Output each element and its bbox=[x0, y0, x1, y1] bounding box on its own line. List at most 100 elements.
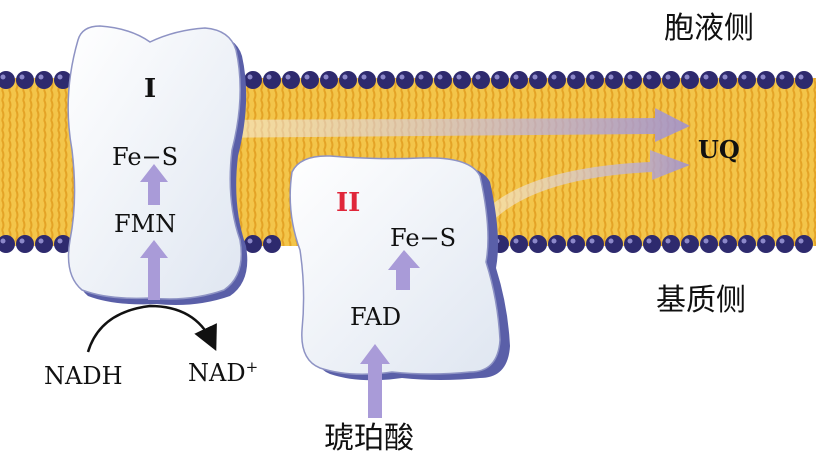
head-group-highlight bbox=[703, 74, 709, 80]
head-group bbox=[339, 71, 357, 89]
head-group bbox=[282, 71, 300, 89]
head-group-highlight bbox=[285, 74, 291, 80]
head-group-highlight bbox=[380, 74, 386, 80]
head-group bbox=[548, 235, 566, 253]
head-group-highlight bbox=[247, 74, 253, 80]
head-group bbox=[624, 235, 642, 253]
head-group bbox=[453, 71, 471, 89]
head-group bbox=[358, 71, 376, 89]
head-group bbox=[605, 235, 623, 253]
head-group bbox=[491, 71, 509, 89]
arrow-fad-to-fes bbox=[388, 250, 420, 290]
head-group bbox=[757, 235, 775, 253]
head-group bbox=[605, 71, 623, 89]
head-group bbox=[681, 71, 699, 89]
head-group bbox=[415, 71, 433, 89]
head-group-highlight bbox=[703, 238, 709, 244]
head-group-highlight bbox=[760, 238, 766, 244]
head-group-highlight bbox=[646, 238, 652, 244]
head-group-highlight bbox=[722, 238, 728, 244]
arrow-succinate-to-fad bbox=[360, 344, 390, 418]
head-group bbox=[681, 235, 699, 253]
cytosol-side-label: 胞液侧 bbox=[664, 11, 754, 46]
complex2-label: II bbox=[336, 188, 361, 218]
head-group bbox=[795, 235, 813, 253]
head-group bbox=[263, 71, 281, 89]
head-group-highlight bbox=[513, 74, 519, 80]
head-group-highlight bbox=[399, 74, 405, 80]
head-group bbox=[510, 235, 528, 253]
head-group bbox=[377, 71, 395, 89]
complex1-label: I bbox=[144, 74, 157, 104]
head-group-highlight bbox=[722, 74, 728, 80]
head-group-highlight bbox=[570, 238, 576, 244]
head-group-highlight bbox=[627, 238, 633, 244]
head-group-highlight bbox=[418, 74, 424, 80]
head-group bbox=[624, 71, 642, 89]
nad-plus-label: NAD+ bbox=[188, 358, 259, 386]
head-groups-bottom bbox=[0, 235, 813, 253]
head-group-highlight bbox=[266, 238, 272, 244]
uq-label: UQ bbox=[698, 135, 740, 164]
arrow-nadh-to-fmn bbox=[140, 240, 168, 300]
head-group-highlight bbox=[798, 238, 804, 244]
nad-superscript: + bbox=[245, 358, 259, 376]
head-group bbox=[719, 235, 737, 253]
head-group bbox=[738, 235, 756, 253]
head-group bbox=[434, 71, 452, 89]
head-group-highlight bbox=[570, 74, 576, 80]
head-group-highlight bbox=[437, 74, 443, 80]
head-group-highlight bbox=[684, 74, 690, 80]
head-group-highlight bbox=[456, 74, 462, 80]
head-group-highlight bbox=[665, 238, 671, 244]
head-group-highlight bbox=[684, 238, 690, 244]
head-group bbox=[586, 235, 604, 253]
head-group-highlight bbox=[627, 74, 633, 80]
head-group-highlight bbox=[532, 74, 538, 80]
head-group bbox=[396, 71, 414, 89]
head-group bbox=[35, 235, 53, 253]
head-group bbox=[776, 235, 794, 253]
head-group-highlight bbox=[551, 238, 557, 244]
fad-label: FAD bbox=[350, 303, 402, 331]
arrow-fes1-to-uq bbox=[195, 108, 690, 142]
head-group-highlight bbox=[551, 74, 557, 80]
head-group-highlight bbox=[608, 238, 614, 244]
head-group bbox=[586, 71, 604, 89]
head-group bbox=[263, 235, 281, 253]
arrow-fmn-to-fes bbox=[140, 164, 168, 205]
head-group-highlight bbox=[741, 74, 747, 80]
head-group-highlight bbox=[589, 238, 595, 244]
matrix-side-label: 基质侧 bbox=[656, 283, 746, 318]
fes1-label: Fe−S bbox=[112, 143, 179, 171]
fes2-label: Fe−S bbox=[390, 224, 457, 252]
head-group-highlight bbox=[323, 74, 329, 80]
head-group-highlight bbox=[361, 74, 367, 80]
head-group-highlight bbox=[589, 74, 595, 80]
head-group bbox=[16, 71, 34, 89]
head-group-highlight bbox=[247, 238, 253, 244]
head-group bbox=[662, 71, 680, 89]
head-group-highlight bbox=[760, 74, 766, 80]
head-group-highlight bbox=[798, 74, 804, 80]
head-group bbox=[529, 235, 547, 253]
head-group bbox=[700, 235, 718, 253]
head-group-highlight bbox=[57, 74, 63, 80]
head-group bbox=[719, 71, 737, 89]
head-group bbox=[244, 235, 262, 253]
head-group-highlight bbox=[513, 238, 519, 244]
head-group-highlight bbox=[779, 74, 785, 80]
head-group-highlight bbox=[0, 74, 6, 80]
head-group bbox=[529, 71, 547, 89]
head-group bbox=[16, 235, 34, 253]
head-group bbox=[472, 71, 490, 89]
head-group bbox=[700, 71, 718, 89]
head-group bbox=[643, 71, 661, 89]
head-group-highlight bbox=[779, 238, 785, 244]
head-group bbox=[510, 71, 528, 89]
head-group-highlight bbox=[646, 74, 652, 80]
head-group-highlight bbox=[0, 238, 6, 244]
head-group bbox=[738, 71, 756, 89]
head-group bbox=[795, 71, 813, 89]
